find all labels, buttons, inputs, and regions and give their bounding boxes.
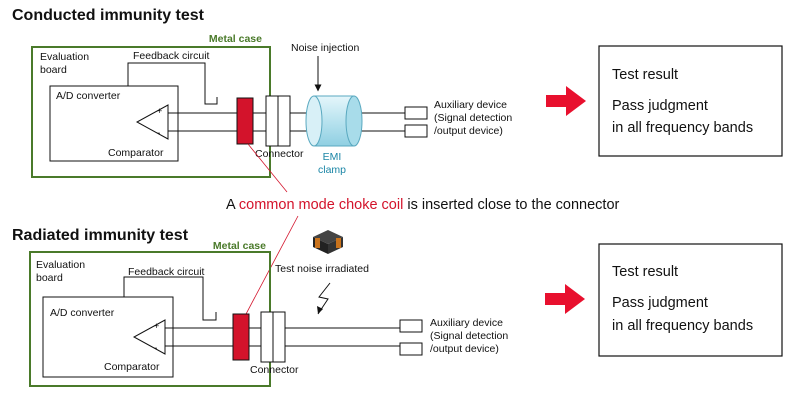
result-box-top	[598, 45, 783, 157]
feedback-label: Feedback circuit	[133, 50, 210, 62]
emi-clamp	[305, 95, 363, 147]
connector-right-bottom	[272, 311, 286, 363]
eval-board-label-2-bottom: board	[36, 272, 63, 284]
lightning-icon	[317, 282, 331, 315]
plus-sign-bottom: +	[154, 321, 159, 331]
aux-device-label-3: /output device)	[434, 125, 503, 137]
aux-device-label-2-bottom: (Signal detection	[430, 330, 508, 342]
aux-device-label-3-bottom: /output device)	[430, 343, 499, 355]
minus-sign: -	[157, 128, 160, 139]
feedback-wire	[127, 62, 218, 105]
pointer-line-bottom	[245, 215, 299, 315]
choke-note: A common mode choke coil is inserted clo…	[226, 197, 620, 213]
result-arrow-top	[546, 86, 586, 116]
connector-left	[265, 95, 279, 147]
adc-label: A/D converter	[56, 90, 121, 102]
emi-clamp-label-1: EMI	[323, 151, 342, 163]
pointer-line-top	[247, 143, 288, 193]
emi-clamp-label-2: clamp	[318, 164, 346, 176]
plus-sign: +	[157, 106, 162, 116]
aux-device-box-2	[404, 124, 428, 138]
comparator-symbol-bottom	[132, 319, 166, 355]
feedback-label-bottom: Feedback circuit	[128, 266, 205, 278]
result-title-bottom: Test result	[612, 264, 678, 280]
comparator-label-bottom: Comparator	[104, 361, 160, 373]
connector-right	[277, 95, 291, 147]
conducted-title: Conducted immunity test	[12, 7, 205, 24]
connector-left-bottom	[260, 311, 274, 363]
aux-device-label-1: Auxiliary device	[434, 99, 507, 111]
eval-board-label-2: board	[40, 64, 67, 76]
noise-irradiated-label: Test noise irradiated	[275, 263, 369, 275]
noise-injection-label: Noise injection	[291, 42, 359, 54]
aux-device-box-1-bottom	[399, 319, 423, 333]
result-line2-bottom: in all frequency bands	[612, 318, 753, 334]
comparator-label: Comparator	[108, 147, 164, 159]
aux-device-label-1-bottom: Auxiliary device	[430, 317, 503, 329]
adc-label-bottom: A/D converter	[50, 307, 115, 319]
aux-device-box-1	[404, 106, 428, 120]
eval-board-label-1: Evaluation	[40, 51, 89, 63]
feedback-wire-bottom	[123, 276, 217, 321]
metal-case-label-bottom: Metal case	[213, 240, 266, 252]
radiated-title: Radiated immunity test	[12, 227, 189, 244]
connector-label-bottom: Connector	[250, 364, 299, 376]
result-box-bottom	[598, 243, 783, 357]
aux-device-label-2: (Signal detection	[434, 112, 512, 124]
choke-coil-component-icon	[313, 230, 343, 254]
result-line1-top: Pass judgment	[612, 98, 708, 114]
comparator-symbol	[135, 104, 169, 140]
common-mode-choke	[236, 97, 254, 145]
result-title-top: Test result	[612, 67, 678, 83]
result-arrow-bottom	[545, 284, 585, 314]
connector-label: Connector	[255, 148, 304, 160]
common-mode-choke-bottom	[232, 313, 250, 361]
minus-sign-bottom: -	[154, 343, 157, 354]
eval-board-label-1-bottom: Evaluation	[36, 259, 85, 271]
aux-device-box-2-bottom	[399, 342, 423, 356]
result-line2-top: in all frequency bands	[612, 120, 753, 136]
result-line1-bottom: Pass judgment	[612, 295, 708, 311]
lightning-tip-icon	[317, 306, 323, 314]
metal-case-label: Metal case	[209, 33, 262, 45]
